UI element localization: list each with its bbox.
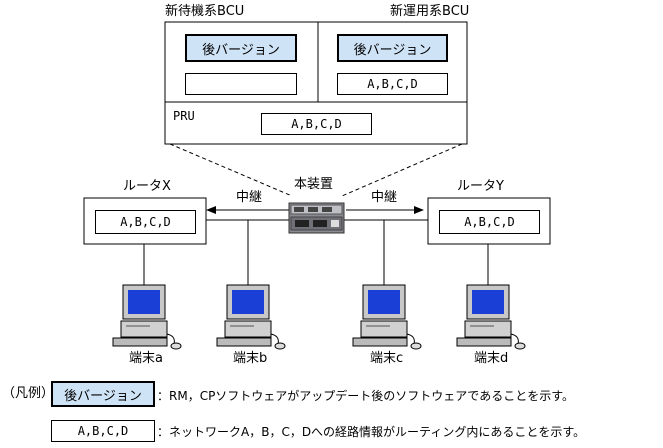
terminal-d-computer-icon — [456, 284, 526, 350]
device-label: 本装置 — [294, 177, 334, 192]
terminal-c-computer-icon — [352, 284, 422, 350]
router-x-label: ルータX — [123, 179, 171, 194]
device-icon — [288, 202, 345, 234]
standby-routes-box — [185, 73, 297, 95]
terminal-a-label: 端末a — [129, 351, 163, 366]
legend-title: （凡例） — [2, 386, 55, 401]
arrow-left-head — [206, 206, 216, 214]
router-x-routes-box: A,B,C,D — [95, 210, 196, 234]
terminal-c-label: 端末c — [370, 351, 404, 366]
relay-left-label: 中継 — [236, 190, 263, 205]
dashed-left — [169, 143, 293, 197]
legend-routes-desc: ：ネットワークA，B，C，Dへの経路情報がルーティング内にあることを示す。 — [157, 425, 586, 439]
standby-bcu-label: 新待機系BCU — [165, 4, 245, 19]
terminal-d-label: 端末d — [474, 351, 509, 366]
arrow-right-head — [414, 206, 424, 214]
pru-label: PRU — [173, 109, 195, 123]
router-y-routes-box: A,B,C,D — [439, 210, 540, 234]
active-version-box: 後バージョン — [337, 34, 448, 62]
legend-routes-sample: A,B,C,D — [51, 420, 155, 442]
terminal-b-computer-icon — [216, 284, 286, 350]
pru-routes-box: A,B,C,D — [261, 113, 372, 135]
standby-version-box: 後バージョン — [185, 34, 297, 62]
terminal-a-computer-icon — [112, 284, 182, 350]
terminal-b-label: 端末b — [233, 351, 268, 366]
router-y-label: ルータY — [457, 179, 504, 194]
dashed-right — [341, 143, 463, 197]
active-bcu-label: 新運用系BCU — [390, 4, 470, 19]
active-routes-box: A,B,C,D — [337, 73, 448, 95]
legend-version-sample: 後バージョン — [51, 381, 155, 407]
relay-right-label: 中継 — [371, 190, 398, 205]
legend-version-desc: ：RM，CPソフトウェアがアップデート後のソフトウェアであることを示す。 — [157, 389, 574, 403]
